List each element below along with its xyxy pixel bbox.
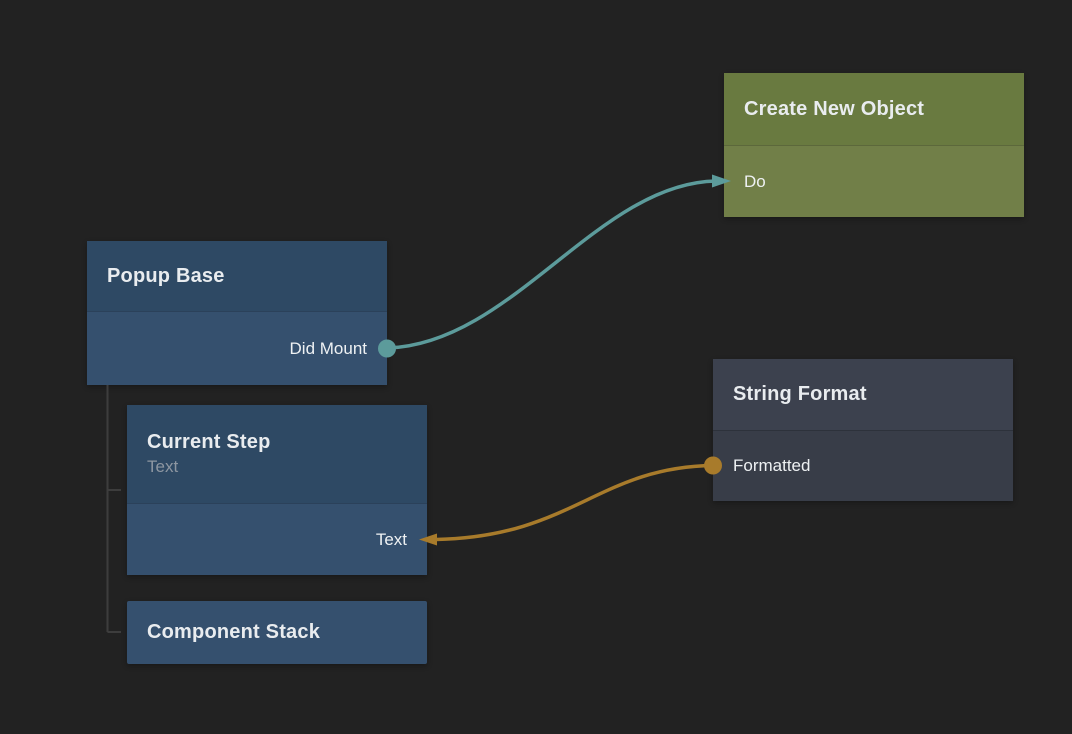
node-title: String Format xyxy=(733,383,867,405)
output-port-did-mount[interactable]: Did Mount xyxy=(87,312,387,385)
input-port-do[interactable]: Do xyxy=(724,146,1024,217)
hierarchy-line xyxy=(106,385,121,633)
port-label: Do xyxy=(744,171,766,191)
node-title: Current Step xyxy=(147,431,271,453)
input-port-text[interactable]: Text xyxy=(127,504,427,575)
node-title: Component Stack xyxy=(147,621,321,643)
node-popup-base[interactable]: Popup Base Did Mount xyxy=(87,241,387,385)
port-label: Formatted xyxy=(733,456,811,475)
node-body: Did Mount xyxy=(87,311,387,385)
node-string-format[interactable]: String Format Formatted xyxy=(713,359,1013,501)
output-port-formatted[interactable]: Formatted xyxy=(713,431,1013,501)
wire-didmount-to-do[interactable] xyxy=(386,179,718,350)
node-body: Formatted xyxy=(713,430,1013,501)
node-title: Create New Object xyxy=(744,97,925,120)
node-header: Component Stack xyxy=(127,601,427,664)
node-component-stack[interactable]: Component Stack xyxy=(127,601,427,664)
node-subtitle: Text xyxy=(147,457,179,476)
node-title: Popup Base xyxy=(107,264,225,287)
node-header: String Format xyxy=(713,359,1013,430)
node-body: Do xyxy=(724,145,1024,217)
wire-formatted-to-text[interactable] xyxy=(434,463,715,542)
node-body: Text xyxy=(127,503,427,575)
node-header: Popup Base xyxy=(87,241,387,311)
node-header: Create New Object xyxy=(724,73,1024,145)
port-label: Text xyxy=(375,529,407,549)
node-create-new-object[interactable]: Create New Object Do xyxy=(724,73,1024,217)
node-header: Current Step Text xyxy=(127,405,427,503)
port-label: Did Mount xyxy=(289,338,367,358)
node-current-step[interactable]: Current Step Text Text xyxy=(127,405,427,575)
